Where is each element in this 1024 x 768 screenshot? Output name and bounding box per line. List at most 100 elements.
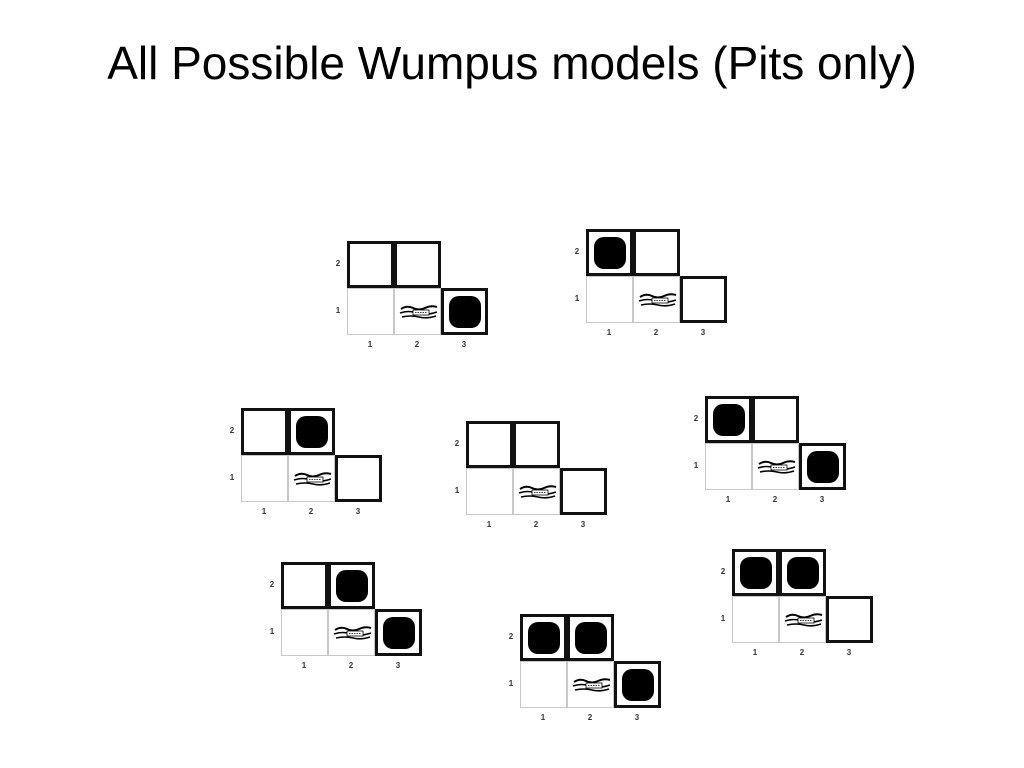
cell-1-1 <box>347 288 394 335</box>
row-label: 1 <box>269 627 275 636</box>
pit-icon <box>296 416 328 448</box>
col-label: 3 <box>700 328 706 337</box>
cell-1-2 <box>241 408 288 455</box>
cell-1-1 <box>281 609 328 656</box>
row-label: 2 <box>269 580 275 589</box>
col-label: 3 <box>355 507 361 516</box>
cell-1-1 <box>586 276 633 323</box>
slide-title: All Possible Wumpus models (Pits only) <box>107 37 917 89</box>
col-label: 3 <box>580 520 586 529</box>
cell-2-1 <box>328 609 375 656</box>
col-label: 2 <box>587 713 593 722</box>
col-label: 1 <box>606 328 612 337</box>
breeze-icon <box>572 678 611 692</box>
cell-3-1 <box>614 661 661 708</box>
pit-icon <box>383 617 415 649</box>
cell-2-1 <box>567 661 614 708</box>
col-label: 1 <box>540 713 546 722</box>
cell-2-1 <box>779 596 826 643</box>
row-label: 1 <box>454 486 460 495</box>
cell-2-1 <box>633 276 680 323</box>
cell-2-2 <box>567 614 614 661</box>
cell-2-1 <box>288 455 335 502</box>
col-label: 2 <box>799 648 805 657</box>
breeze-icon <box>757 460 796 474</box>
cell-2-2 <box>633 229 680 276</box>
pit-icon <box>713 404 745 436</box>
col-label: 3 <box>634 713 640 722</box>
row-label: 1 <box>574 294 580 303</box>
cell-1-1 <box>520 661 567 708</box>
wumpus-model-6: 2 1 1 2 3 <box>267 562 422 674</box>
breeze-icon <box>293 472 332 486</box>
cell-1-2 <box>281 562 328 609</box>
row-label: 2 <box>508 632 514 641</box>
cell-3-1 <box>335 455 382 502</box>
cell-1-2 <box>347 241 394 288</box>
col-label: 1 <box>367 340 373 349</box>
cell-3-1 <box>826 596 873 643</box>
row-label: 2 <box>574 247 580 256</box>
pit-icon <box>787 557 819 589</box>
cell-2-2 <box>779 549 826 596</box>
cell-3-1 <box>799 443 846 490</box>
row-label: 2 <box>720 567 726 576</box>
breeze-icon <box>784 613 823 627</box>
cell-1-2 <box>466 421 513 468</box>
cell-3-1 <box>560 468 607 515</box>
col-label: 1 <box>301 661 307 670</box>
cell-2-1 <box>752 443 799 490</box>
col-label: 2 <box>414 340 420 349</box>
breeze-icon <box>399 305 438 319</box>
row-label: 2 <box>229 426 235 435</box>
pit-icon <box>575 622 607 654</box>
row-label: 2 <box>454 439 460 448</box>
pit-icon <box>449 296 481 328</box>
cell-2-2 <box>513 421 560 468</box>
cell-2-1 <box>394 288 441 335</box>
col-label: 1 <box>725 495 731 504</box>
breeze-icon <box>638 293 677 307</box>
col-label: 3 <box>819 495 825 504</box>
col-label: 1 <box>486 520 492 529</box>
pit-icon <box>594 237 626 269</box>
col-label: 1 <box>261 507 267 516</box>
col-label: 2 <box>308 507 314 516</box>
col-label: 3 <box>846 648 852 657</box>
wumpus-model-7: 2 1 1 2 3 <box>506 614 661 726</box>
col-label: 3 <box>461 340 467 349</box>
pit-icon <box>528 622 560 654</box>
cell-3-1 <box>680 276 727 323</box>
cell-2-2 <box>288 408 335 455</box>
pit-icon <box>740 557 772 589</box>
cell-1-2 <box>705 396 752 443</box>
cell-1-2 <box>520 614 567 661</box>
pit-icon <box>622 669 654 701</box>
cell-1-1 <box>732 596 779 643</box>
cell-1-2 <box>586 229 633 276</box>
wumpus-model-8: 2 1 1 2 3 <box>718 549 873 661</box>
wumpus-model-4: 2 1 1 2 3 <box>452 421 607 533</box>
col-label: 2 <box>533 520 539 529</box>
row-label: 2 <box>335 259 341 268</box>
cell-2-2 <box>752 396 799 443</box>
wumpus-model-1: 2 1 1 2 3 <box>333 241 488 353</box>
cell-3-1 <box>375 609 422 656</box>
row-label: 1 <box>720 614 726 623</box>
cell-1-1 <box>241 455 288 502</box>
row-label: 1 <box>508 679 514 688</box>
col-label: 3 <box>395 661 401 670</box>
col-label: 2 <box>348 661 354 670</box>
cell-3-1 <box>441 288 488 335</box>
wumpus-model-2: 2 1 1 2 3 <box>572 229 727 341</box>
col-label: 2 <box>772 495 778 504</box>
row-label: 1 <box>335 306 341 315</box>
cell-1-2 <box>732 549 779 596</box>
col-label: 2 <box>653 328 659 337</box>
cell-1-1 <box>705 443 752 490</box>
row-label: 2 <box>693 414 699 423</box>
col-label: 1 <box>752 648 758 657</box>
